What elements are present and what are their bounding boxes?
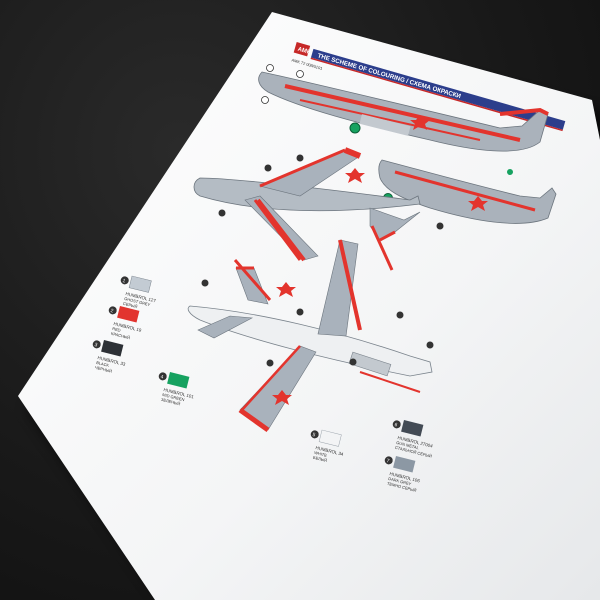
swatch-colour — [318, 429, 342, 447]
swatch-number-marker — [310, 430, 319, 439]
amk-logo-icon — [293, 41, 311, 57]
callout-marker-icon — [436, 222, 444, 230]
svg-text:BLACK: BLACK — [96, 360, 110, 368]
callout-marker-icon — [296, 308, 304, 316]
callout-marker-icon — [218, 209, 226, 217]
header-stripe — [310, 57, 563, 132]
callout-marker-icon — [266, 64, 274, 72]
callout-marker-icon — [296, 70, 304, 78]
callout-marker-icon — [396, 311, 404, 319]
svg-text:7: 7 — [386, 458, 390, 465]
swatch-number-marker — [392, 420, 401, 429]
swatch-colour — [393, 456, 416, 473]
svg-text:AMK: AMK — [297, 47, 312, 57]
callout-markers — [201, 64, 444, 367]
svg-text:КРАСНЫЙ: КРАСНЫЙ — [111, 331, 131, 341]
callout-marker-icon — [426, 341, 434, 349]
callout-marker-icon — [201, 279, 209, 287]
callout-marker-icon — [349, 358, 357, 366]
callout-marker-icon — [261, 96, 269, 104]
swatch-number-marker — [120, 276, 129, 285]
swatch-number-marker — [92, 340, 101, 349]
svg-text:MID GREEN: MID GREEN — [162, 392, 185, 402]
swatch-colour — [117, 306, 140, 323]
swatch-colour — [167, 372, 190, 389]
svg-text:5: 5 — [312, 432, 316, 439]
red-star-icon — [276, 282, 296, 297]
svg-text:2: 2 — [110, 308, 114, 315]
svg-text:6: 6 — [394, 422, 398, 429]
svg-text:HUMBROL 34: HUMBROL 34 — [315, 445, 344, 457]
callout-marker-icon — [296, 154, 304, 162]
aircraft-bottom-view — [187, 199, 433, 433]
svg-text:1: 1 — [122, 278, 126, 285]
red-star-icon — [410, 115, 430, 130]
swatch-colour — [101, 340, 124, 357]
red-star-icon — [272, 390, 292, 405]
svg-text:3: 3 — [94, 342, 98, 349]
svg-text:СЕРЫЙ: СЕРЫЙ — [123, 301, 139, 309]
red-star-icon — [468, 196, 488, 211]
svg-text:HUMBROL 33: HUMBROL 33 — [97, 355, 126, 367]
instruction-sheet-paper — [18, 12, 600, 600]
aircraft-side-profile — [258, 71, 549, 152]
swatch-number-marker — [108, 306, 117, 315]
colour-palette-legend: 1 HUMBROL 127 GHOST GREY СЕРЫЙ 2 HUMBROL… — [92, 275, 434, 493]
svg-text:DARK GREY: DARK GREY — [388, 476, 412, 487]
svg-text:GUN METAL: GUN METAL — [396, 440, 420, 451]
swatch-humbrol-19: 2 HUMBROL 19 RED КРАСНЫЙ — [108, 306, 142, 341]
svg-text:GHOST GREY: GHOST GREY — [124, 296, 151, 307]
swatch-colour — [401, 420, 424, 437]
callout-marker-icon — [264, 164, 272, 172]
swatch-humbrol-34: 5 HUMBROL 34 WHITE БЕЛЫЙ — [310, 429, 344, 463]
svg-text:WHITE: WHITE — [314, 450, 328, 458]
svg-text:ЗЕЛЕНЫЙ: ЗЕЛЕНЫЙ — [161, 397, 181, 407]
svg-text:ЧЕРНЫЙ: ЧЕРНЫЙ — [95, 365, 113, 374]
svg-text:RED: RED — [112, 326, 122, 333]
red-star-icon — [345, 168, 365, 183]
callout-marker-icon — [266, 359, 274, 367]
swatch-number-marker — [158, 372, 167, 381]
swatch-humbrol-33: 3 HUMBROL 33 BLACK ЧЕРНЫЙ — [92, 340, 126, 374]
svg-text:HUMBROL 19: HUMBROL 19 — [113, 321, 142, 333]
header-band — [310, 48, 566, 130]
aircraft-side-profile-2 — [378, 159, 557, 224]
swatch-number-marker — [384, 456, 393, 465]
svg-text:БЕЛЫЙ: БЕЛЫЙ — [313, 455, 328, 463]
swatch-colour — [128, 275, 152, 293]
svg-text:4: 4 — [160, 374, 164, 381]
